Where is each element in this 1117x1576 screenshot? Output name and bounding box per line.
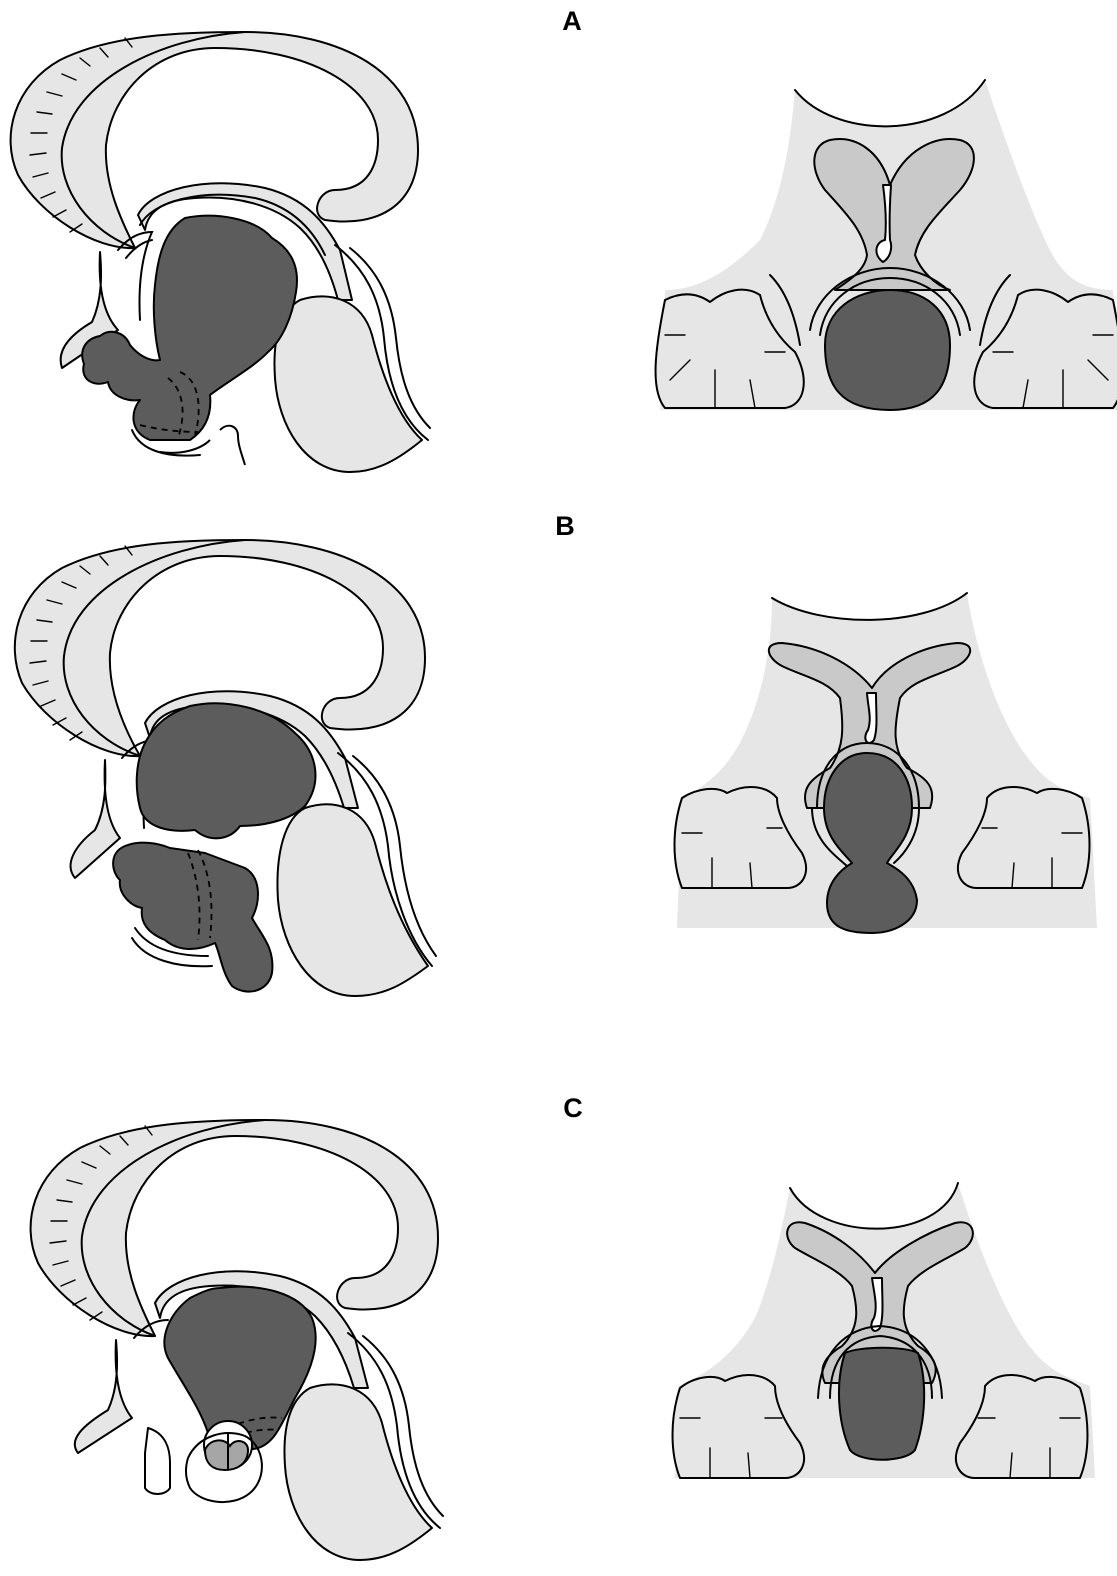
tumor-mass-c-coronal xyxy=(839,1348,924,1460)
panel-b-sagittal xyxy=(15,540,436,996)
tumor-mass-a-coronal xyxy=(825,290,950,410)
panel-a-sagittal xyxy=(11,32,430,472)
panel-c-coronal xyxy=(673,1183,1096,1478)
panel-a-coronal xyxy=(656,80,1117,410)
panel-b-coronal xyxy=(675,593,1098,933)
panel-c-sagittal xyxy=(31,1120,443,1560)
pituitary-c xyxy=(205,1440,248,1470)
